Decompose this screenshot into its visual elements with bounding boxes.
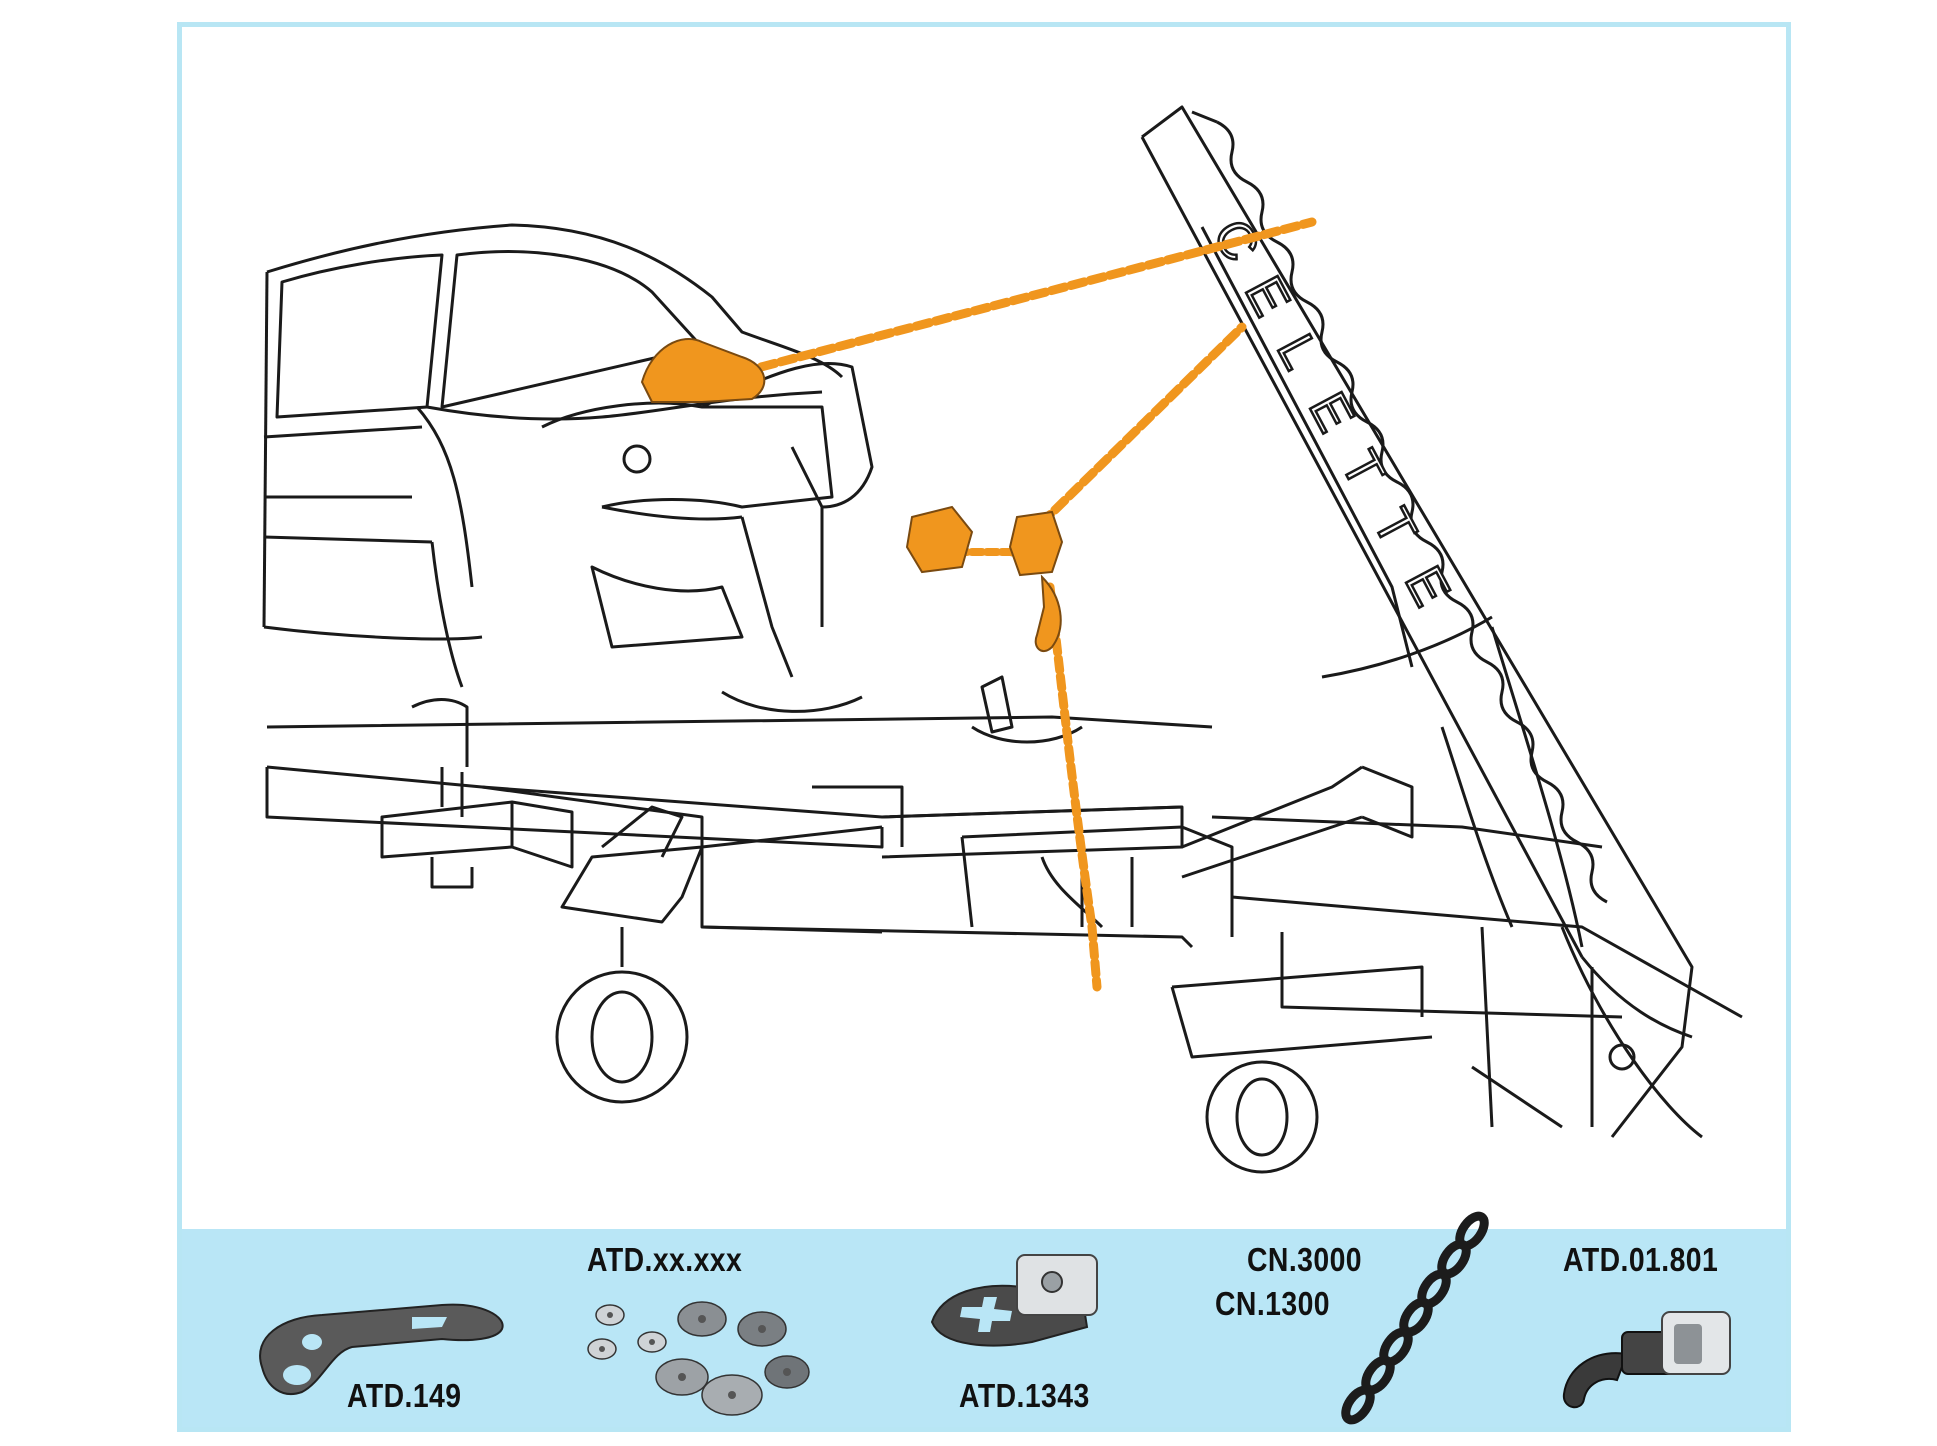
centre-clamp-icon (1008, 510, 1064, 577)
bench-frame (265, 615, 1743, 1174)
hook-icon (1034, 574, 1062, 653)
part-code-cn-1300: CN.1300 (1215, 1285, 1331, 1322)
part-code-atd-149: ATD.149 (347, 1377, 462, 1414)
hook-shortener-icon (1562, 1311, 1731, 1409)
part-code-atd-xx-xxx: ATD.xx.xxx (587, 1241, 743, 1278)
pulling-tower (1140, 105, 1694, 1138)
chain-icon (1341, 1211, 1489, 1425)
part-code-cn-3000: CN.3000 (1247, 1241, 1363, 1278)
pulling-chains (737, 217, 1317, 992)
brand-letter: E (1297, 383, 1364, 441)
bench-illustration: C E L E T T E (262, 105, 1743, 1174)
part-code-atd-1343: ATD.1343 (959, 1377, 1090, 1414)
parts-band: ATD.149 ATD.xx.xxx (182, 1211, 1786, 1427)
brand-letter: E (1393, 557, 1460, 615)
car-body (262, 223, 874, 713)
figure-frame: C E L E T T E ATD.1 (177, 22, 1791, 1432)
clamp-adapter-icon (930, 1254, 1098, 1347)
upper-clamp-icon (640, 337, 766, 403)
upper-chain (737, 217, 1317, 377)
washers-icon (587, 1301, 810, 1416)
tower-brand-lettering: C E L E T T E (1200, 209, 1462, 616)
clamp-plate-icon (259, 1303, 504, 1395)
side-clamp-icon (905, 505, 974, 574)
part-code-atd-01-801: ATD.01.801 (1563, 1241, 1719, 1278)
orange-clamps (640, 337, 1064, 653)
brand-letter: L (1265, 325, 1330, 378)
hanging-chain (1045, 582, 1102, 992)
